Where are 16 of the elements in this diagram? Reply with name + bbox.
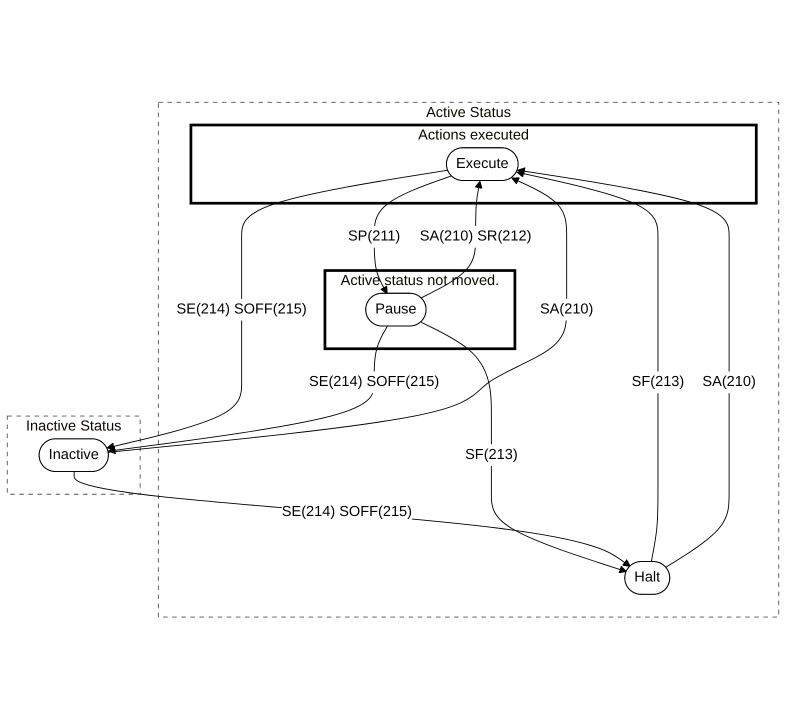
edge-label: SA(210) SR(212) (420, 228, 532, 244)
edge-label: SE(214) SOFF(215) (176, 301, 307, 317)
edge-label: SF(213) (632, 374, 684, 390)
arrow (74, 471, 631, 567)
edge-label: SP(211) (348, 228, 400, 244)
edge-label: SE(214) SOFF(215) (309, 374, 440, 390)
arrow (108, 177, 568, 453)
arrow (420, 322, 628, 574)
edge-label: SF(213) (465, 446, 518, 462)
arrow (108, 326, 388, 454)
edge-label: SE(214) SOFF(215) (282, 504, 412, 520)
edge-label: SA(210) (540, 301, 594, 317)
edge-label: SA(210) (702, 374, 756, 390)
arrow (106, 170, 448, 450)
arrow (517, 167, 730, 568)
arrow (516, 170, 658, 562)
